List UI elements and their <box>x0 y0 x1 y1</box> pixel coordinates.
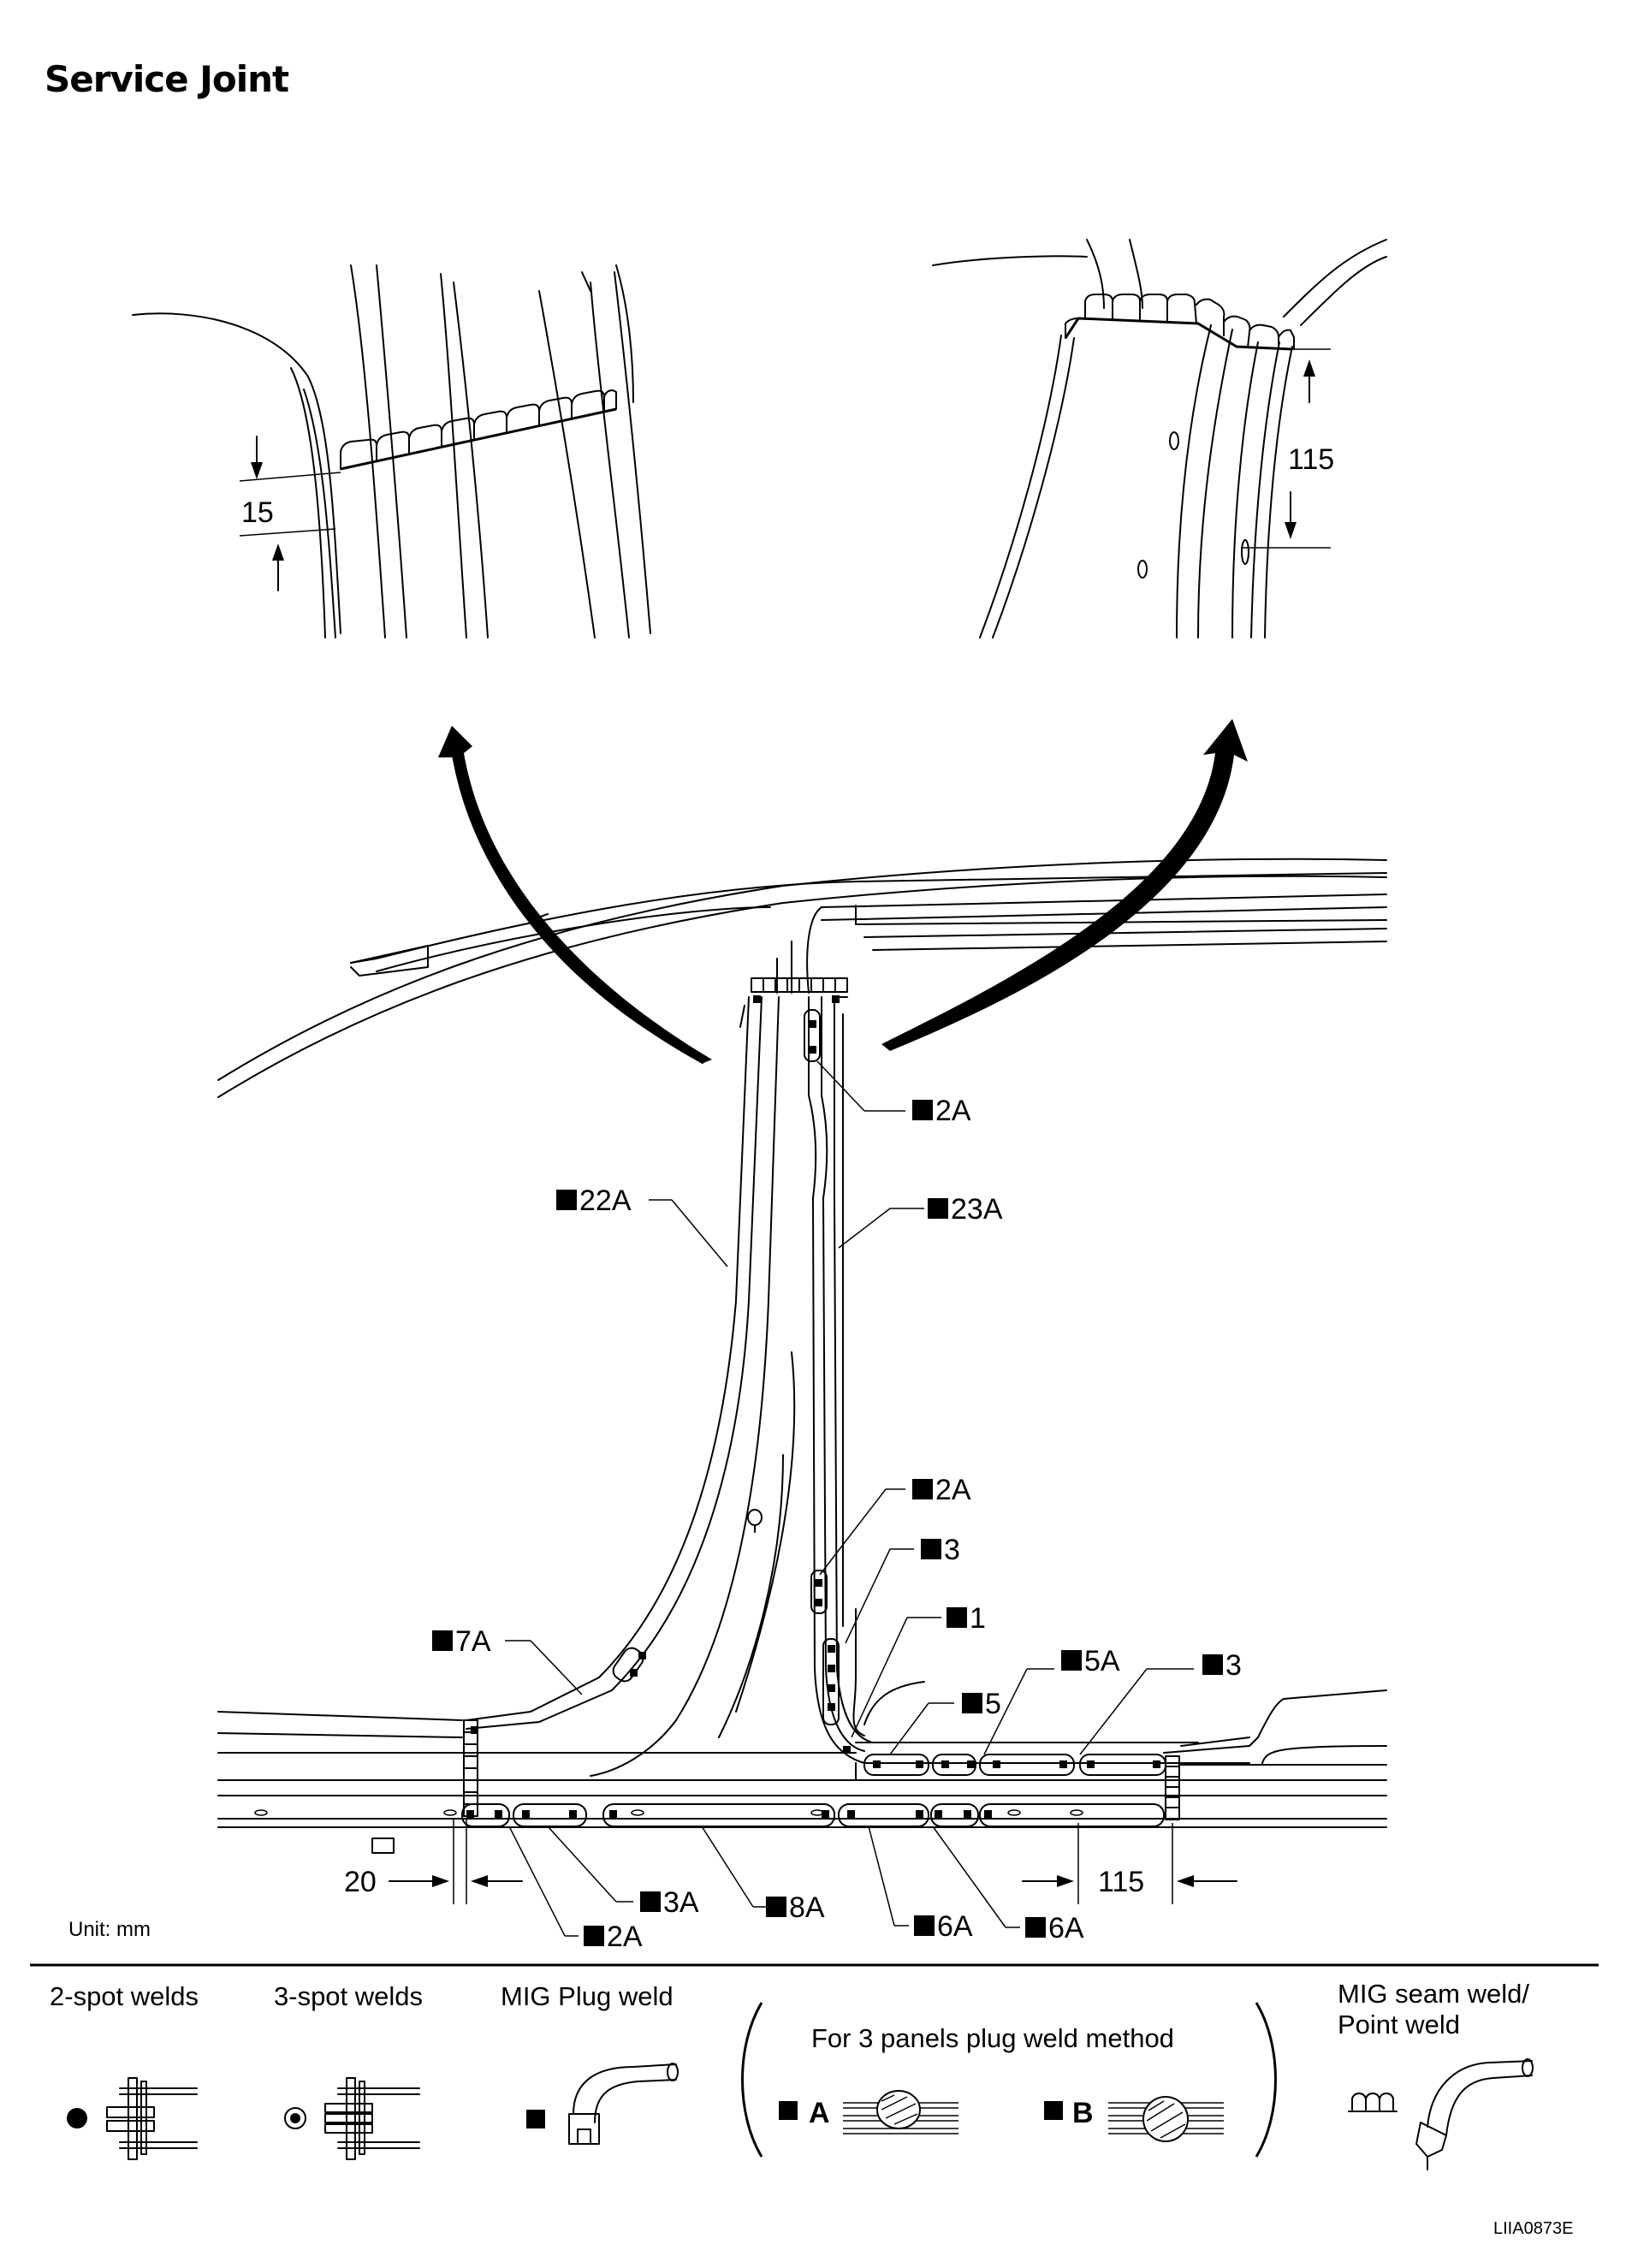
dimension-115-top-label: 115 <box>1288 443 1334 476</box>
callout-3-a: 3 <box>944 1534 960 1566</box>
legend-mig-seam-label-2: Point weld <box>1338 2010 1460 2039</box>
dimension-20 <box>389 1819 523 1904</box>
callout-3-b: 3 <box>1225 1649 1242 1682</box>
seam-weld-left <box>340 389 617 471</box>
figure-code: LIIA0873E <box>1493 2219 1573 2238</box>
callout-6A-b: 6A <box>1048 1912 1084 1944</box>
callout-6A-a: 6A <box>937 1910 973 1943</box>
unit-label: Unit: mm <box>68 1918 151 1941</box>
seam-weld-right <box>1064 294 1295 351</box>
seam-weld-sill-left <box>463 1719 478 1817</box>
callout-2A-bottom: 2A <box>607 1921 643 1953</box>
detail-left-view: 15 <box>132 264 651 638</box>
seam-weld-pillar-top <box>751 977 848 993</box>
arrow-to-left-detail <box>438 726 712 1065</box>
dimension-115-bottom-label: 115 <box>1098 1866 1144 1898</box>
method-b-label: B <box>1072 2097 1094 2129</box>
page-title: Service Joint <box>45 58 289 100</box>
callout-1: 1 <box>970 1602 986 1635</box>
main-body-view <box>217 858 1387 1854</box>
plug-method-a-icon: A <box>779 2090 958 2134</box>
callout-7A: 7A <box>455 1625 491 1658</box>
callout-3A: 3A <box>663 1886 699 1919</box>
plug-method-b-icon: B <box>1044 2096 1224 2142</box>
three-spot-weld-icon <box>284 2077 420 2160</box>
legend-3-panels-label: For 3 panels plug weld method <box>811 2023 1174 2053</box>
dimension-15-label: 15 <box>241 496 274 529</box>
mig-seam-weld-icon <box>1348 2058 1534 2170</box>
dimension-115-bottom <box>1022 1823 1237 1904</box>
callout-8A: 8A <box>789 1891 825 1924</box>
legend-3-spot-label: 3-spot welds <box>274 1981 423 2011</box>
dimension-20-label: 20 <box>344 1866 377 1898</box>
mig-plug-weld-icon <box>526 2063 679 2145</box>
plug-weld-marks <box>466 995 1160 1818</box>
seam-weld-sill-right <box>1165 1755 1180 1820</box>
dimension-115-top <box>1241 348 1331 549</box>
dimension-15 <box>239 436 341 591</box>
legend-mig-plug-label: MIG Plug weld <box>501 1981 674 2011</box>
callout-2A-mid: 2A <box>935 1474 971 1506</box>
callout-5: 5 <box>985 1688 1001 1720</box>
legend: 2-spot welds 3-spot welds MIG Plug weld … <box>50 1979 1534 2170</box>
legend-mig-seam-label-1: MIG seam weld/ <box>1338 1979 1529 2009</box>
method-a-label: A <box>809 2097 830 2129</box>
callout-2A-top: 2A <box>935 1095 971 1127</box>
callout-5A: 5A <box>1084 1645 1120 1677</box>
legend-2-spot-label: 2-spot welds <box>50 1981 199 2011</box>
two-spot-weld-icon <box>67 2077 198 2160</box>
callout-23A: 23A <box>951 1193 1003 1226</box>
callouts: 2A 22A 23A 2A 3 1 7A 5 <box>432 1060 1242 1953</box>
detail-right-view: 115 <box>932 239 1387 638</box>
arrow-to-right-detail <box>881 719 1248 1051</box>
callout-22A: 22A <box>579 1184 632 1217</box>
